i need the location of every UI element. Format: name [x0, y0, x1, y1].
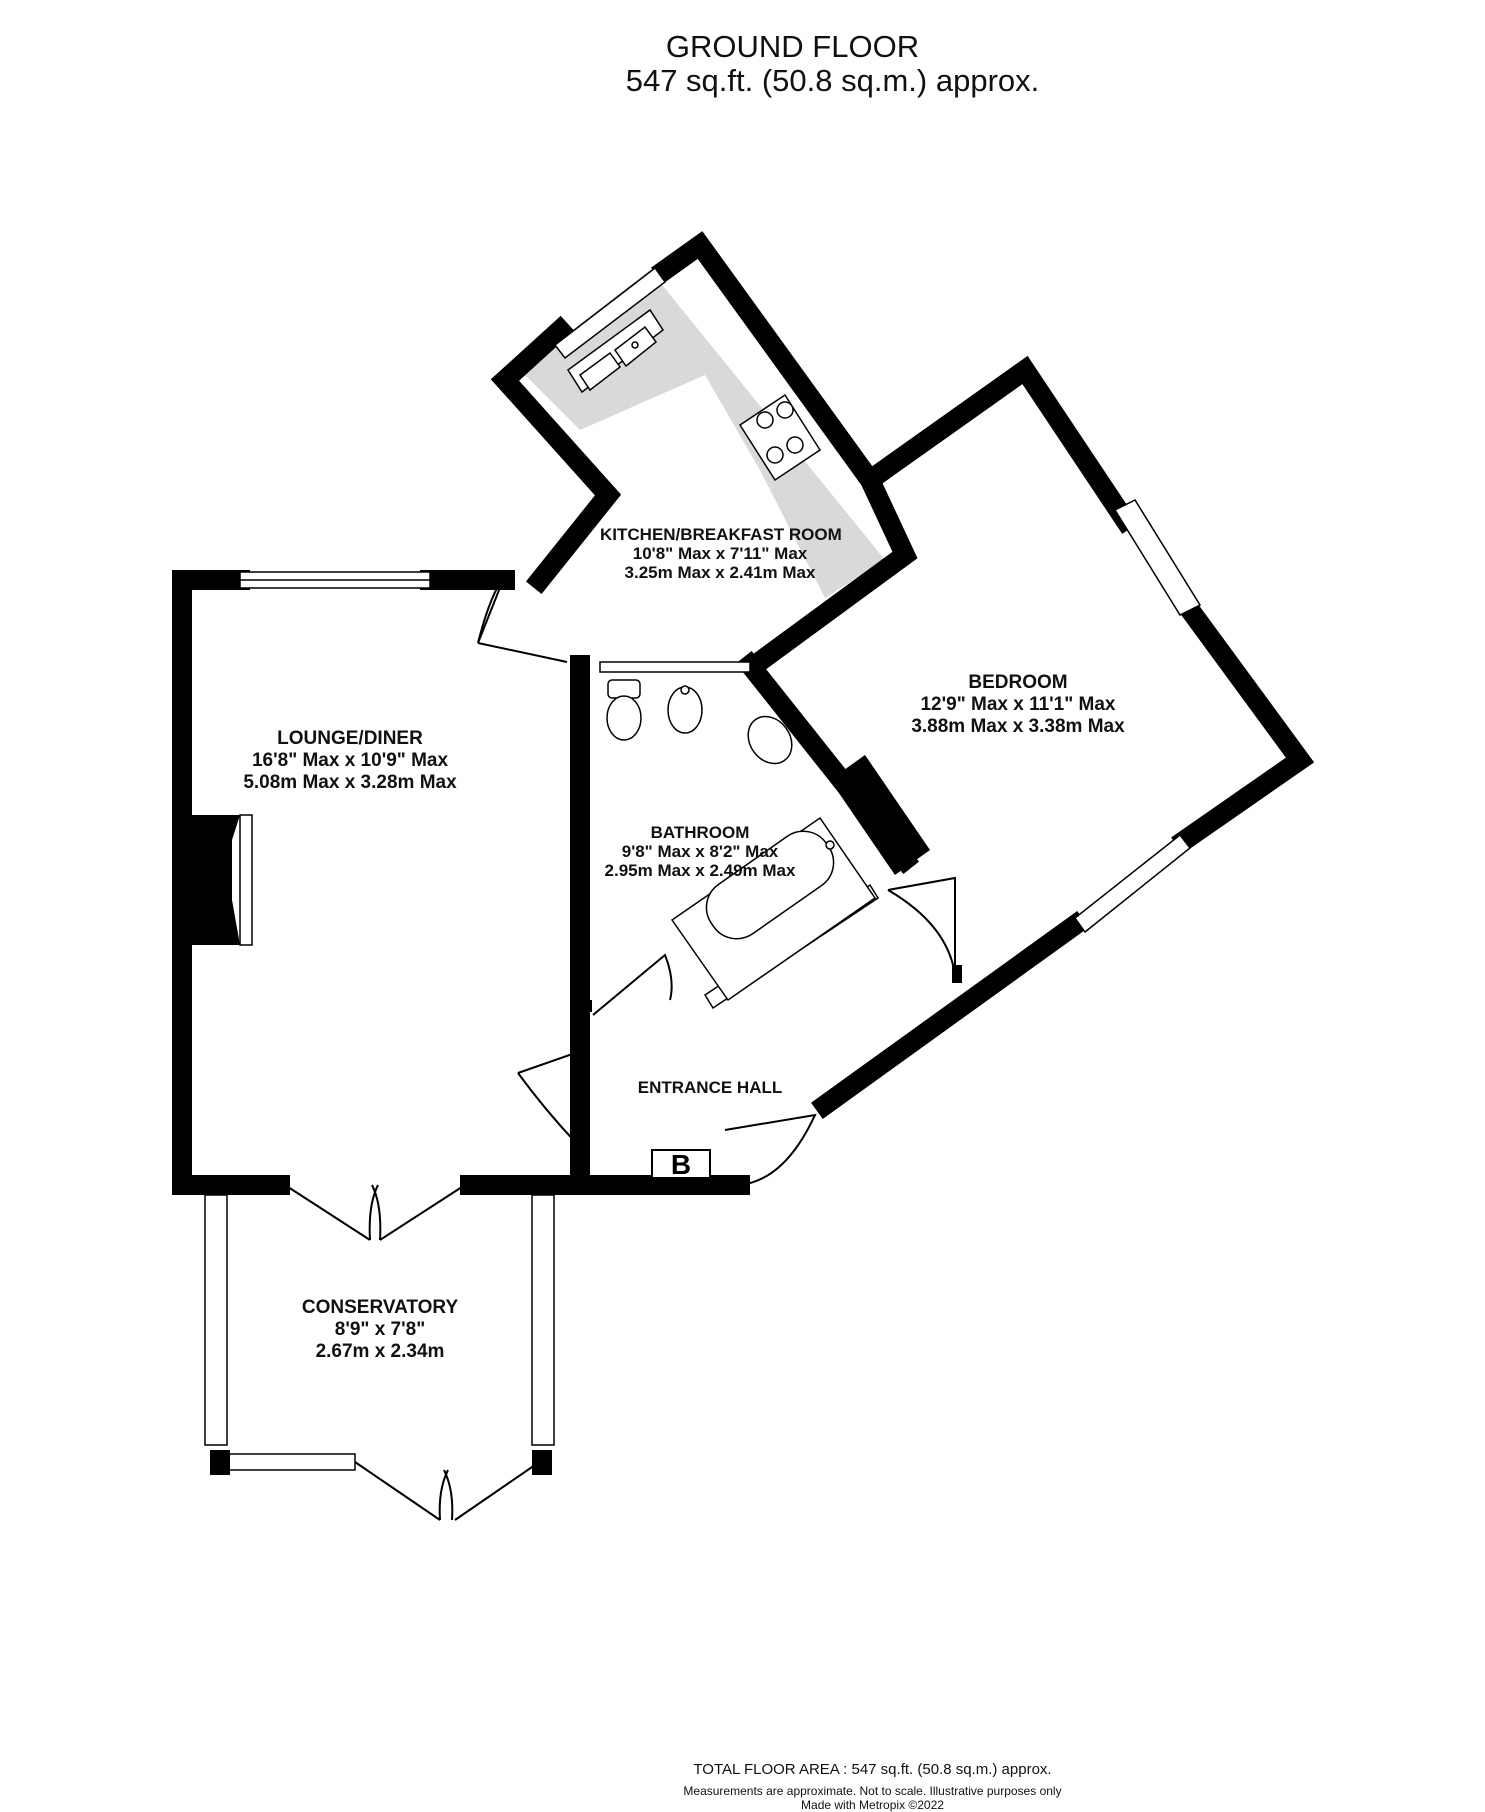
- basin: [747, 715, 793, 765]
- kitchen-hob: [738, 393, 822, 482]
- kitchen-sink: [566, 308, 665, 394]
- bathroom-label: BATHROOM 9'8" Max x 8'2" Max 2.95m Max x…: [590, 823, 810, 880]
- bathroom-fittings: [606, 679, 877, 1002]
- kitchen-label: KITCHEN/BREAKFAST ROOM 10'8" Max x 7'11"…: [600, 525, 842, 582]
- fireplace: [192, 814, 253, 946]
- conservatory-imperial: 8'9" x 7'8": [334, 1319, 426, 1340]
- lounge-label: LOUNGE/DINER 16'8" Max x 10'9" Max 5.08m…: [225, 728, 475, 794]
- bathroom-imperial: 9'8" Max x 8'2" Max: [621, 842, 779, 861]
- toilet-bowl: [606, 695, 642, 741]
- bedroom-window-right: [1113, 499, 1202, 616]
- kitchen-name: KITCHEN/BREAKFAST ROOM: [600, 525, 842, 544]
- lounge-name: LOUNGE/DINER: [277, 728, 423, 749]
- bath-wall-stub: [580, 1000, 592, 1012]
- boiler-box: [651, 1149, 711, 1179]
- lounge-metric: 5.08m Max x 3.28m Max: [243, 772, 457, 793]
- bedroom-door-jamb: [952, 965, 962, 983]
- disclaimer: Measurements are approximate. Not to sca…: [683, 1784, 1062, 1798]
- credit: Made with Metropix ©2022: [801, 1798, 944, 1812]
- bedroom-window-bottom: [1073, 833, 1192, 934]
- kitchen-metric: 3.25m Max x 2.41m Max: [624, 563, 816, 582]
- conservatory-metric: 2.67m x 2.34m: [315, 1341, 445, 1362]
- bedroom-label: BEDROOM 12'9" Max x 11'1" Max 3.88m Max …: [893, 672, 1143, 738]
- floor-area: 547 sq.ft. (50.8 sq.m.) approx.: [625, 63, 1040, 98]
- floor-title: GROUND FLOOR: [665, 29, 920, 64]
- lounge-imperial: 16'8" Max x 10'9" Max: [251, 750, 449, 771]
- boiler-label: B: [671, 1149, 691, 1180]
- footer: TOTAL FLOOR AREA : 547 sq.ft. (50.8 sq.m…: [0, 1761, 1485, 1812]
- chimney-breast: [830, 755, 930, 875]
- walls: [172, 231, 1315, 1195]
- bedroom-name: BEDROOM: [968, 672, 1068, 693]
- total-floor-area: TOTAL FLOOR AREA : 547 sq.ft. (50.8 sq.m…: [693, 1761, 1052, 1778]
- conservatory-bay: [284, 1184, 536, 1521]
- conservatory-window-left: [204, 1194, 228, 1446]
- conservatory-name: CONSERVATORY: [301, 1297, 459, 1318]
- bathroom-name: BATHROOM: [650, 823, 750, 842]
- bathroom-metric: 2.95m Max x 2.49m Max: [604, 861, 796, 880]
- kitchen-imperial: 10'8" Max x 7'11" Max: [632, 544, 808, 563]
- conservatory-window-bottom: [224, 1453, 356, 1471]
- entrance-name: ENTRANCE HALL: [637, 1078, 783, 1097]
- bedroom-imperial: 12'9" Max x 11'1" Max: [920, 694, 1116, 715]
- conservatory-window-right: [531, 1194, 555, 1446]
- header: GROUND FLOOR 547 sq.ft. (50.8 sq.m.) app…: [0, 30, 1485, 98]
- entrance-label: ENTRANCE HALL: [610, 1078, 810, 1097]
- kitchen-window: [553, 266, 667, 360]
- bedroom-metric: 3.88m Max x 3.38m Max: [911, 716, 1125, 737]
- conservatory-posts: [207, 1180, 552, 1475]
- conservatory-label: CONSERVATORY 8'9" x 7'8" 2.67m x 2.34m: [260, 1297, 500, 1363]
- bathroom-window: [599, 661, 751, 673]
